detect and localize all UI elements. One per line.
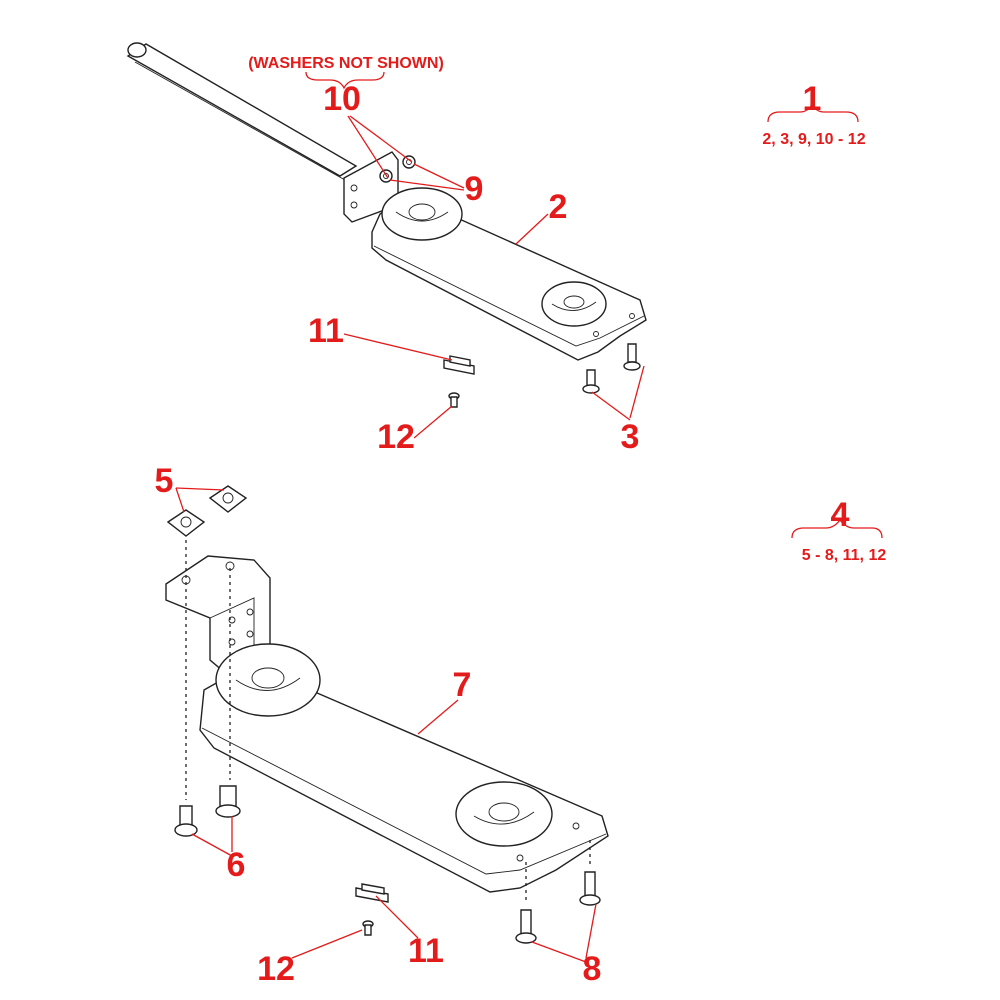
bottom-bracket-screws bbox=[174, 785, 241, 837]
top-small-screw bbox=[448, 392, 460, 408]
top-pivot-near bbox=[381, 187, 463, 241]
label-9: 9 bbox=[465, 170, 484, 208]
square-nuts bbox=[166, 485, 248, 537]
label-11-top: 11 bbox=[308, 312, 344, 350]
brace-washers-note bbox=[305, 71, 385, 90]
label-4-sub: 5 - 8, 11, 12 bbox=[802, 547, 887, 564]
top-assembly bbox=[126, 42, 647, 408]
label-12-top: 12 bbox=[377, 418, 415, 456]
label-4: 4 bbox=[831, 496, 850, 534]
label-10: 10 bbox=[323, 80, 361, 118]
label-11-bottom: 11 bbox=[408, 932, 444, 970]
brace-1 bbox=[767, 102, 859, 123]
washers-note: (WASHERS NOT SHOWN) bbox=[248, 55, 444, 72]
label-5: 5 bbox=[155, 462, 174, 500]
label-1-sub: 2, 3, 9, 10 - 12 bbox=[762, 131, 865, 148]
bottom-pivot-far bbox=[455, 781, 553, 847]
brace-4 bbox=[791, 518, 883, 539]
bottom-small-screw bbox=[362, 920, 374, 936]
label-6: 6 bbox=[227, 846, 246, 884]
tube-rod bbox=[126, 42, 358, 181]
bottom-clip bbox=[355, 883, 389, 903]
leader-lines bbox=[175, 71, 883, 963]
bottom-arm-screws bbox=[515, 871, 601, 944]
top-pivot-far bbox=[541, 281, 607, 327]
label-3: 3 bbox=[621, 418, 640, 456]
top-screws bbox=[582, 343, 641, 394]
bottom-pivot-near bbox=[215, 643, 321, 717]
label-7: 7 bbox=[453, 666, 472, 704]
label-2: 2 bbox=[549, 188, 568, 226]
callout-labels: (WASHERS NOT SHOWN) 1 2, 3, 9, 10 - 12 1… bbox=[155, 55, 887, 988]
bottom-assembly bbox=[165, 485, 609, 944]
label-1: 1 bbox=[803, 80, 822, 118]
label-12-bottom: 12 bbox=[257, 950, 295, 988]
label-8: 8 bbox=[583, 950, 602, 988]
